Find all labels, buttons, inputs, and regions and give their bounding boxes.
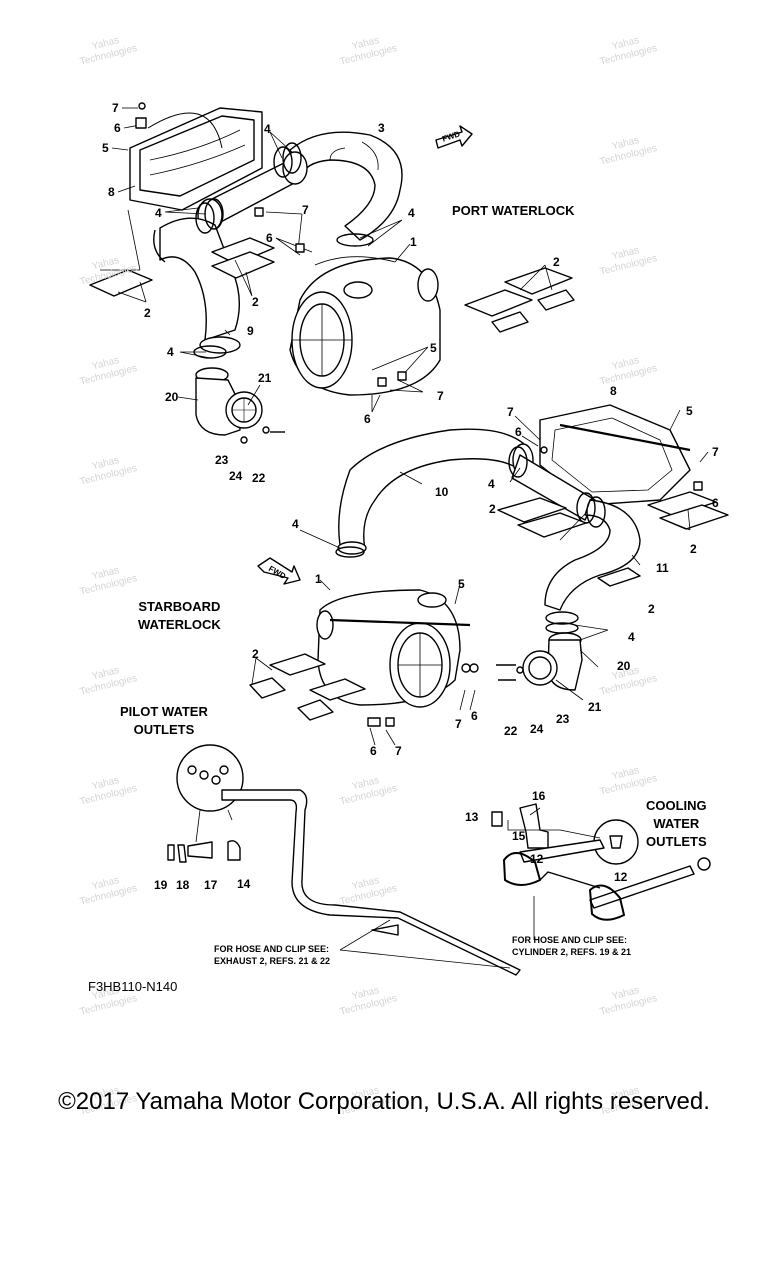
starboard-airbox-cover-part [539,404,691,506]
callout-label: 7 [507,405,514,419]
starboard-waterlock-tank-part [316,589,471,708]
callout-label: 10 [435,485,449,499]
callout-label: 14 [237,877,251,891]
drawing-code: F3HB110-N140 [88,979,178,994]
callout-label: 21 [588,700,602,714]
leader-lines [100,107,709,969]
callout-label: 4 [488,477,495,491]
callout-label: 7 [302,203,309,217]
callout-label: 5 [686,404,693,418]
callout-label: 2 [252,647,259,661]
callout-label: 6 [515,425,522,439]
callout-label: 6 [471,709,478,723]
port-airbox-cover-part [129,107,263,211]
callout-label: 6 [370,744,377,758]
callout-label: 2 [690,542,697,556]
callout-label: 23 [556,712,570,726]
callout-label: 5 [102,141,109,155]
callout-label: 2 [648,602,655,616]
parts-diagram [89,102,729,976]
callout-label: 21 [258,371,272,385]
callout-label: 5 [430,341,437,355]
callout-label: 4 [264,122,271,136]
callout-label: 6 [266,231,273,245]
callout-label: 7 [455,717,462,731]
callout-label: 6 [114,121,121,135]
callout-label: 6 [364,412,371,426]
callout-label: 4 [628,630,635,644]
port-waterlock-title: PORT WATERLOCK [452,203,575,218]
fwd-arrow-port-icon [435,125,473,149]
callout-label: 2 [144,306,151,320]
cooling-outlets-detail [491,803,711,921]
callout-label: 1 [315,572,322,586]
callout-label: 4 [155,206,162,220]
callout-label: 3 [378,121,385,135]
callout-label: 2 [252,295,259,309]
starboard-hose-clamps [335,446,606,634]
callout-label: 4 [408,206,415,220]
hose-note-right: FOR HOSE AND CLIP SEE:CYLINDER 2, REFS. … [512,935,632,957]
callout-label: 7 [712,445,719,459]
port-left-hose-part [153,217,241,354]
callout-label: 5 [458,577,465,591]
callout-label: 22 [504,724,518,738]
callout-label: 7 [437,389,444,403]
hose-note-left: FOR HOSE AND CLIP SEE:EXHAUST 2, REFS. 2… [214,944,331,966]
callout-label: 12 [530,852,544,866]
callout-label: 2 [553,255,560,269]
fwd-arrow-starboard-icon [257,557,301,585]
callout-label: 13 [465,810,479,824]
callout-label: 6 [712,496,719,510]
copyright-notice: ©2017 Yamaha Motor Corporation, U.S.A. A… [58,1088,710,1115]
port-elbow-outlet-part [195,367,263,436]
callout-label: 23 [215,453,229,467]
callout-label: 11 [656,561,669,575]
callout-label: 16 [532,789,546,803]
callout-label: 18 [176,878,190,892]
callout-label: 24 [229,469,243,483]
port-pads [89,237,575,333]
callout-label: 4 [292,517,299,531]
starboard-pads [249,491,729,721]
callout-label: 8 [610,384,617,398]
callout-label: 22 [252,471,266,485]
pilot-outlets-detail [167,744,521,976]
callout-label: 8 [108,185,115,199]
callout-label: 20 [617,659,631,673]
callout-label: 4 [167,345,174,359]
callout-label: 19 [154,878,168,892]
callout-label: 2 [489,502,496,516]
callout-label: 15 [512,829,526,843]
port-waterlock-tank-part [289,256,441,396]
callout-label: 9 [247,324,254,338]
callout-label: 7 [395,744,402,758]
starboard-right-hose-part [544,499,641,625]
callout-label: 12 [614,870,628,884]
callout-label: 24 [530,722,544,736]
callout-label: 7 [112,101,119,115]
callout-label: 1 [410,235,417,249]
starboard-elbow-outlet-part [522,632,583,691]
callout-label: 20 [165,390,179,404]
hardware-fasteners [135,102,703,727]
callout-label: 17 [204,878,218,892]
